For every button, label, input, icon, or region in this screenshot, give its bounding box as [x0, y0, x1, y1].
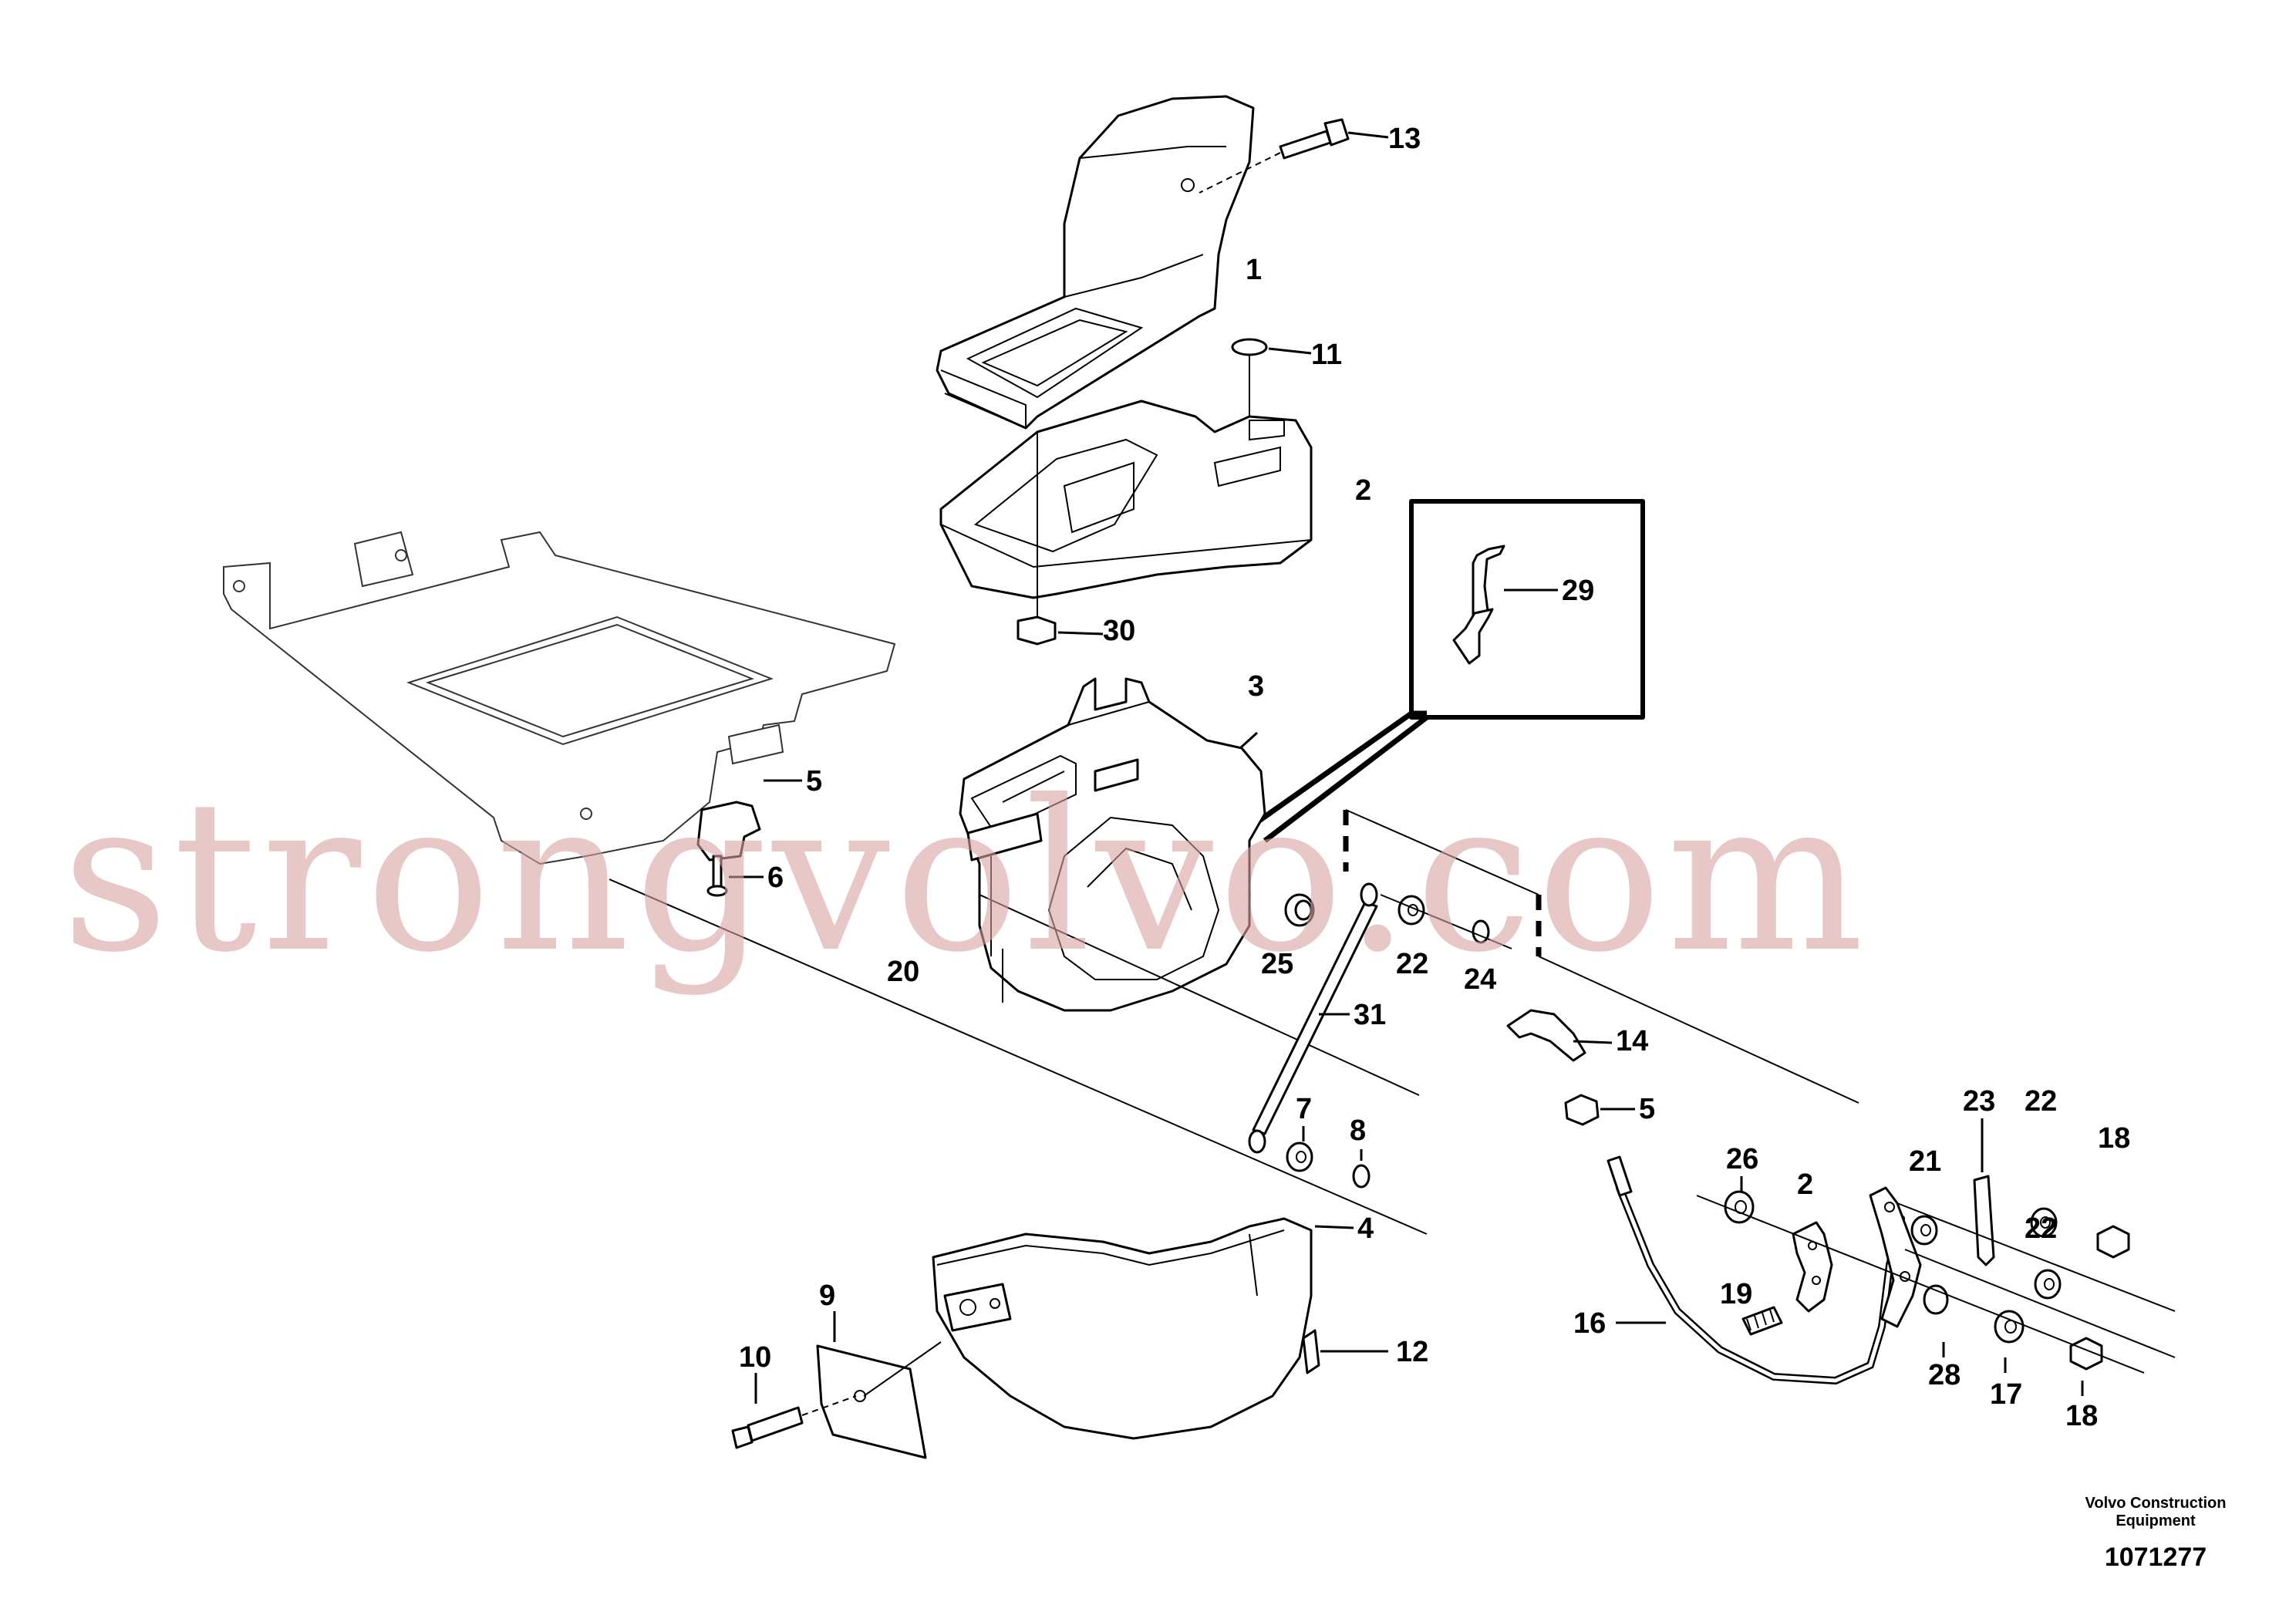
callout-8: 8 — [1350, 1114, 1366, 1147]
callout-18-upper: 18 — [2098, 1122, 2130, 1155]
callout-25: 25 — [1261, 948, 1293, 980]
callout-23: 23 — [1963, 1085, 1995, 1118]
part-14-knob — [1506, 1009, 1613, 1062]
callout-6: 6 — [767, 862, 784, 894]
part-29-detail-box — [1239, 499, 1645, 843]
callout-17: 17 — [1990, 1378, 2022, 1411]
document-number: 1071277 — [2105, 1543, 2207, 1572]
callout-18-lower: 18 — [2065, 1400, 2098, 1432]
mounting-plate — [223, 531, 896, 865]
callout-11: 11 — [1311, 339, 1342, 371]
part-5-nut-lower — [1564, 1094, 1635, 1126]
part-9-plate — [816, 1311, 942, 1459]
part-21-washer — [1910, 1215, 1938, 1246]
part-16-cable — [1607, 1155, 1905, 1385]
callout-19: 19 — [1720, 1278, 1752, 1310]
callout-2-console: 2 — [1355, 474, 1371, 507]
callout-12: 12 — [1396, 1336, 1428, 1368]
callout-5-lower: 5 — [1639, 1093, 1655, 1125]
callout-13: 13 — [1388, 123, 1421, 155]
callout-21: 21 — [1909, 1145, 1941, 1178]
part-6-screw — [706, 855, 764, 897]
part-11-cap — [1231, 338, 1312, 432]
part-5-bracket-upper — [696, 779, 802, 862]
callout-24: 24 — [1464, 963, 1496, 996]
callout-28: 28 — [1928, 1359, 1961, 1391]
watermark-text: strongvolvo.com — [62, 755, 1869, 998]
part-30-nut — [1017, 432, 1104, 646]
part-8-ring — [1352, 1149, 1371, 1189]
part-18-nut-upper — [2096, 1225, 2130, 1259]
callout-14: 14 — [1616, 1025, 1648, 1057]
callout-labels: 13 1 11 2 29 30 3 5 6 20 25 31 22 24 14 … — [739, 123, 2130, 1432]
part-18-nut-lower — [2069, 1337, 2103, 1396]
callout-7: 7 — [1296, 1093, 1312, 1125]
part-2-console-housing — [939, 400, 1313, 599]
part-lever-arm — [1869, 1186, 1922, 1328]
part-13-bolt — [1199, 118, 1389, 194]
brand-line-2: Equipment — [2116, 1512, 2196, 1529]
callout-5-upper: 5 — [806, 765, 822, 798]
part-17-washer — [1994, 1310, 2025, 1373]
callout-10: 10 — [739, 1341, 771, 1374]
part-1-top-cover — [936, 95, 1255, 430]
mid-right-axis-line — [1904, 1249, 2176, 1358]
brand-line-1: Volvo Construction — [2085, 1495, 2227, 1512]
lower-right-axis-line — [1696, 1195, 2145, 1374]
part-20-shaft-axis — [609, 878, 1428, 1235]
part-22-washer-right-lower — [2034, 1269, 2062, 1300]
part-25-bushing — [1284, 893, 1315, 927]
callout-22-right-mid: 22 — [2025, 1212, 2057, 1245]
callout-3: 3 — [1248, 670, 1264, 703]
callout-9: 9 — [819, 1280, 835, 1312]
dashed-frame — [1343, 809, 1859, 1104]
part-7-washer — [1286, 1126, 1313, 1172]
callout-26: 26 — [1726, 1143, 1758, 1175]
callout-1: 1 — [1246, 254, 1262, 286]
upper-axis-line — [1380, 894, 1512, 949]
part-12-clip — [1302, 1329, 1388, 1374]
callout-22-upper: 22 — [1396, 948, 1428, 980]
callout-4: 4 — [1357, 1212, 1374, 1245]
part-22-washer-upper — [1397, 895, 1425, 926]
callout-2-lever: 2 — [1797, 1168, 1813, 1201]
part-28-bushing — [1923, 1284, 1949, 1357]
callout-22-right-top: 22 — [2025, 1085, 2057, 1118]
part-31-rod — [1248, 882, 1378, 1154]
part-23-pin — [1973, 1118, 1995, 1266]
part-3-control-unit — [959, 677, 1266, 1012]
part-4-lower-cover — [932, 1217, 1354, 1440]
part-22-washer-right-upper — [2030, 1207, 2058, 1238]
callout-30: 30 — [1103, 615, 1135, 647]
part-19-spring — [1741, 1306, 1783, 1336]
callout-31: 31 — [1354, 999, 1386, 1031]
callout-29: 29 — [1562, 575, 1594, 607]
upper-right-axis-line — [1896, 1202, 2176, 1312]
callout-20: 20 — [887, 956, 919, 988]
callout-16: 16 — [1573, 1307, 1606, 1340]
part-10-bolt — [731, 1373, 857, 1449]
